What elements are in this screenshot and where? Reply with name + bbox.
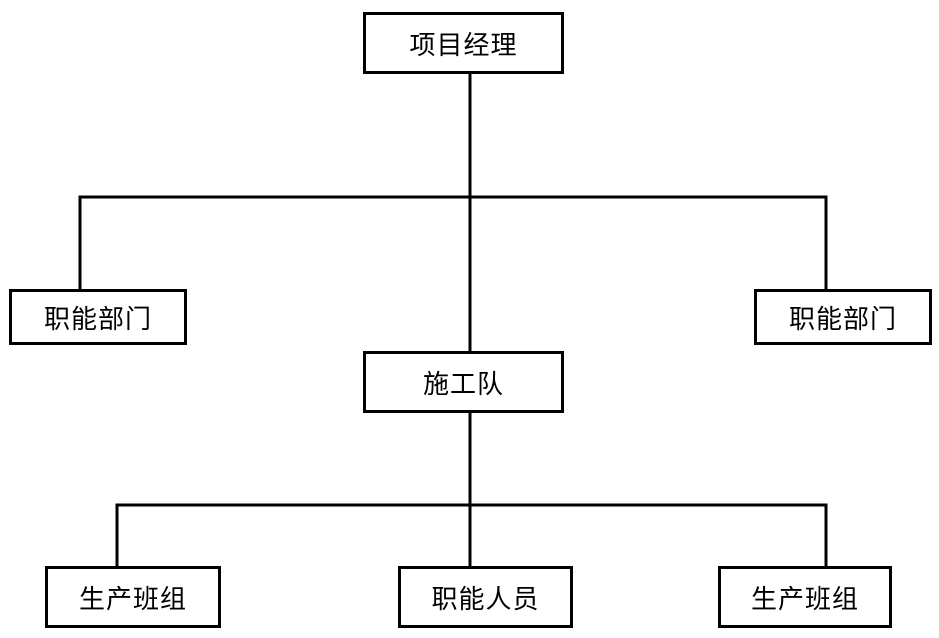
node-functional-staff: 职能人员 [398, 566, 573, 628]
node-functional-staff-label: 职能人员 [431, 584, 540, 615]
node-production-group-right: 生产班组 [718, 566, 892, 628]
node-production-group-left: 生产班组 [45, 566, 221, 628]
node-project-manager: 项目经理 [363, 12, 564, 74]
node-construction-team: 施工队 [363, 351, 564, 413]
node-construction-team-label: 施工队 [422, 369, 504, 400]
node-project-manager-label: 项目经理 [409, 30, 518, 61]
node-functional-dept-left-label: 职能部门 [43, 304, 152, 335]
node-production-group-right-label: 生产班组 [750, 584, 859, 615]
node-functional-dept-left: 职能部门 [9, 289, 187, 345]
node-production-group-left-label: 生产班组 [78, 584, 187, 615]
node-functional-dept-right: 职能部门 [754, 289, 932, 345]
node-functional-dept-right-label: 职能部门 [788, 304, 897, 335]
